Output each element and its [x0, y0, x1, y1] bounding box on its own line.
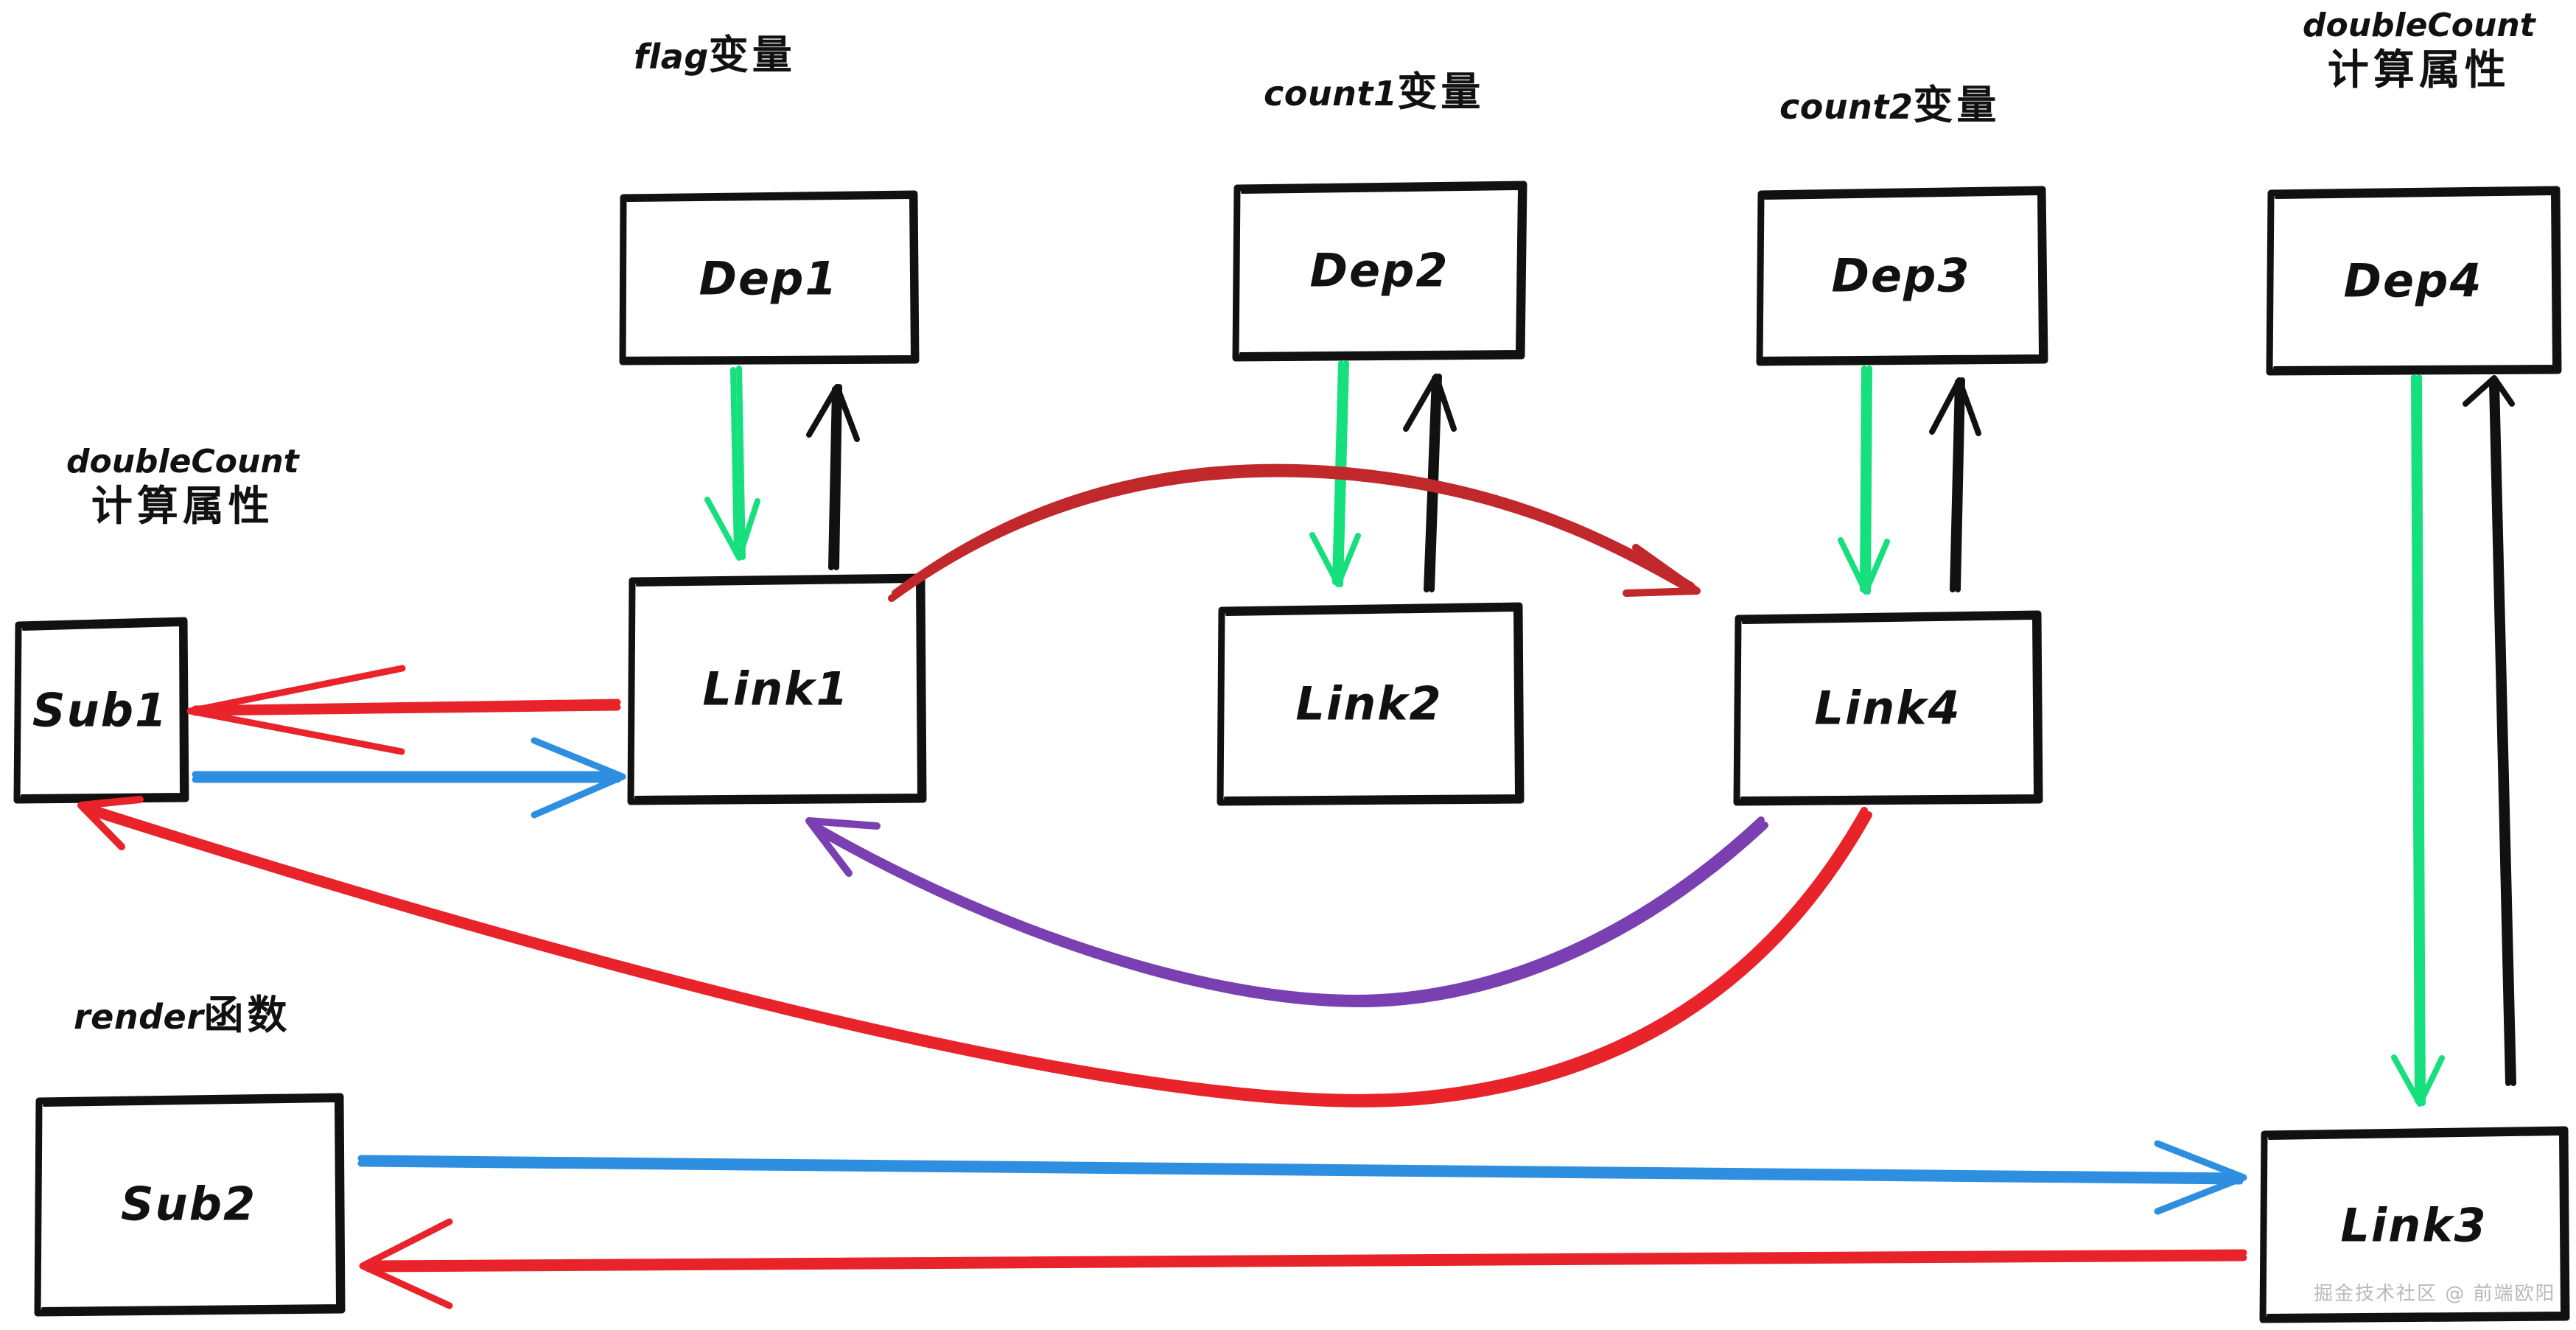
box-sub2-outline: [34, 1093, 346, 1317]
box-label-link1: Link1: [702, 662, 850, 716]
edge-link1-to-link4: [888, 463, 1701, 602]
box-dep4-outline: [2266, 186, 2562, 376]
box-link4-outline: [1733, 610, 2043, 806]
edge-dep1-to-link1: [704, 365, 760, 561]
box-label-dep4: Dep4: [2343, 253, 2483, 308]
box-link1-outline: [627, 573, 927, 805]
edge-sub2-to-link3: [357, 1140, 2247, 1215]
watermark: 掘金技术社区 @ 前端欧阳: [2314, 1283, 2556, 1305]
box-dep2-outline: [1232, 181, 1527, 362]
edge-link1-to-sub1: [186, 665, 621, 755]
box-label-link2: Link2: [1295, 676, 1443, 731]
edge-dep3-to-link4: [1838, 365, 1890, 595]
edge-link4-to-dep3: [1929, 377, 1981, 592]
edge-link4-to-sub1: [77, 796, 1872, 1107]
annotation-flag: flag变量: [634, 32, 796, 78]
box-dep3-outline: [1756, 186, 2048, 366]
edge-link4-to-link1: [805, 816, 1768, 1007]
box-label-sub1: Sub1: [32, 683, 169, 738]
box-label-sub2: Sub2: [120, 1177, 257, 1231]
edge-link3-to-dep4: [2463, 375, 2516, 1086]
edge-sub1-to-link1: [192, 737, 626, 819]
edge-link1-to-dep1: [806, 384, 860, 570]
box-sub1-outline: [13, 617, 189, 804]
annotation-count1: count1变量: [1264, 69, 1485, 115]
box-dep1-outline: [619, 190, 920, 365]
edge-link3-to-sub2: [359, 1218, 2247, 1309]
box-link3-outline: [2259, 1126, 2570, 1323]
box-link2-outline: [1217, 602, 1525, 806]
edge-dep4-to-link3: [2391, 374, 2445, 1107]
box-label-dep3: Dep3: [1831, 248, 1971, 303]
box-label-link3: Link3: [2340, 1198, 2488, 1253]
box-label-dep2: Dep2: [1309, 243, 1449, 298]
annotation-render: render函数: [74, 992, 291, 1038]
annotation-count2: count2变量: [1779, 82, 2001, 128]
box-label-link4: Link4: [1814, 681, 1961, 735]
box-label-dep1: Dep1: [699, 251, 839, 306]
